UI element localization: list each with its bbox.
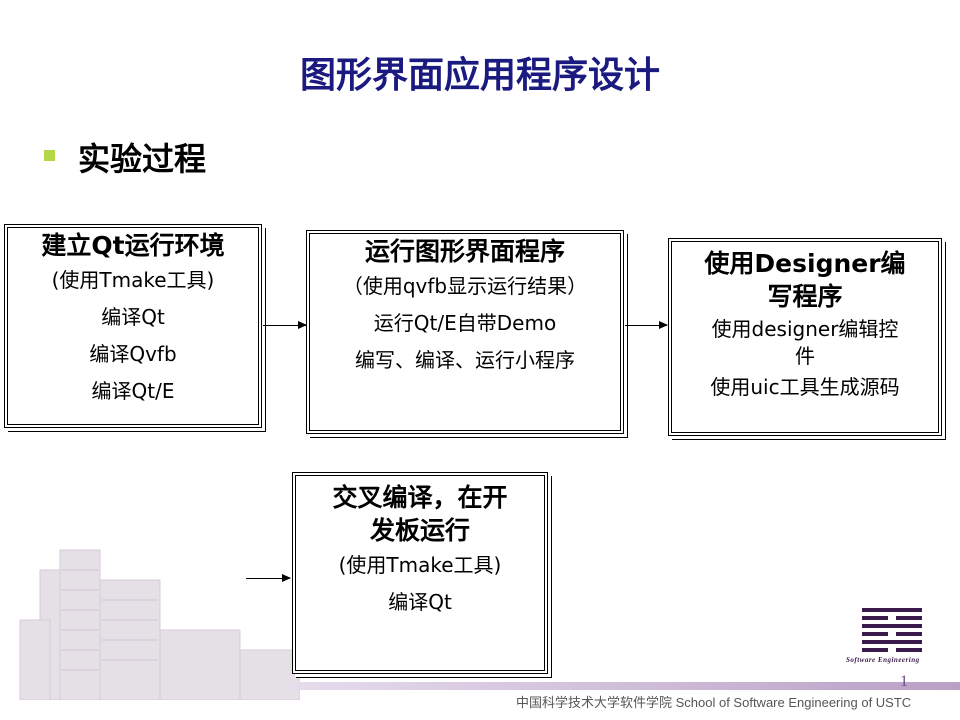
step-box-line: (使用Tmake工具) bbox=[51, 268, 215, 292]
bullet-square-icon bbox=[44, 150, 55, 161]
software-engineering-logo bbox=[862, 608, 922, 652]
step-box-cross-compile: 交叉编译，在开 发板运行 (使用Tmake工具) 编译Qt bbox=[292, 472, 548, 674]
footer-bar bbox=[290, 682, 960, 690]
campus-building-image bbox=[19, 549, 300, 700]
step-box-title: 写程序 bbox=[767, 282, 843, 311]
footer-text: 中国科学技术大学软件学院 School of Software Engineer… bbox=[516, 695, 912, 710]
step-box-setup-env: 建立Qt运行环境 (使用Tmake工具) 编译Qt 编译Qvfb 编译Qt/E bbox=[4, 224, 262, 428]
step-box-title: 建立Qt运行环境 bbox=[41, 231, 225, 260]
logo-caption: Software Engineering bbox=[846, 656, 920, 664]
bullet-heading: 实验过程 bbox=[78, 140, 207, 178]
step-box-title: 交叉编译，在开 bbox=[332, 483, 508, 512]
step-box-line: 使用designer编辑控 bbox=[711, 317, 899, 341]
step-box-title: 发板运行 bbox=[369, 516, 470, 545]
step-box-line: 编写、编译、运行小程序 bbox=[355, 348, 575, 372]
step-box-line: 件 bbox=[795, 344, 815, 368]
step-box-line: (使用Tmake工具) bbox=[338, 553, 502, 577]
slide-title: 图形界面应用程序设计 bbox=[299, 55, 660, 96]
flow-arrow bbox=[625, 321, 668, 329]
step-box-title: 运行图形界面程序 bbox=[364, 237, 565, 266]
step-box-line: 编译Qvfb bbox=[89, 342, 177, 366]
step-box-designer: 使用Designer编 写程序 使用designer编辑控 件 使用uic工具生… bbox=[668, 238, 942, 436]
step-box-line: 使用uic工具生成源码 bbox=[710, 375, 900, 399]
step-box-line: 编译Qt/E bbox=[91, 379, 175, 403]
step-box-run-gui: 运行图形界面程序 （使用qvfb显示运行结果） 运行Qt/E自带Demo 编写、… bbox=[306, 230, 624, 434]
step-box-title: 使用Designer编 bbox=[704, 249, 906, 278]
page-number: 1 bbox=[900, 673, 908, 690]
step-box-line: 运行Qt/E自带Demo bbox=[373, 311, 557, 335]
step-box-line: 编译Qt bbox=[388, 590, 452, 614]
flow-arrow bbox=[263, 321, 307, 329]
step-box-line: 编译Qt bbox=[101, 305, 165, 329]
flow-arrow bbox=[246, 574, 291, 582]
step-box-line: （使用qvfb显示运行结果） bbox=[342, 274, 588, 298]
